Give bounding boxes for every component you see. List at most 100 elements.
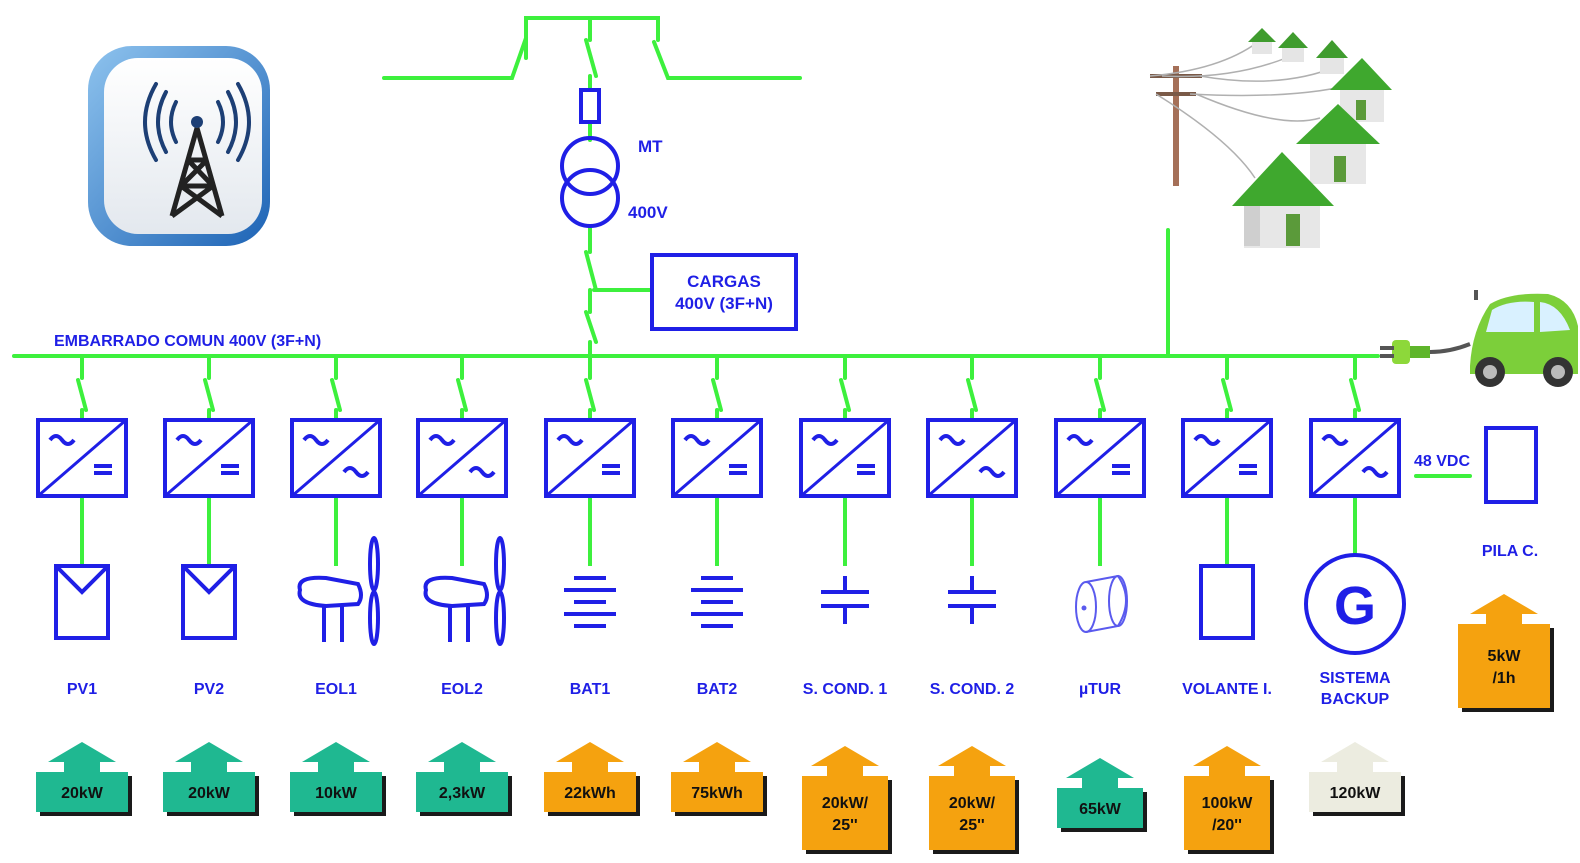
- unit-label: BAT2: [697, 681, 738, 698]
- unit-label: µTUR: [1079, 681, 1122, 698]
- loads-label-line2: 400V (3F+N): [675, 294, 773, 313]
- fuel-cell: 48 VDC PILA C.: [1414, 426, 1538, 560]
- fuel-cell-label: PILA C.: [1482, 543, 1538, 560]
- transformer: MT 400V: [560, 88, 668, 228]
- unit-scond2: S. COND. 2 20kW/25'': [926, 356, 1019, 854]
- feeder-wiring: [12, 16, 1472, 478]
- feeder-line: [203, 356, 215, 422]
- capacity-badge: 65kW: [1057, 758, 1147, 832]
- houses-power-line-icon: [1149, 28, 1392, 248]
- feeder-line: [1094, 356, 1106, 422]
- feeder-line: [1221, 356, 1233, 422]
- units-layer: PV1 20kW PV2 20kW EOL1 10kW EOL2 2,3kW BAT1 22kWh…: [36, 356, 1406, 854]
- feeder-line: [76, 356, 88, 422]
- capacity-badge: 2,3kW: [416, 742, 512, 816]
- unit-eol2: EOL2 2,3kW: [416, 356, 512, 816]
- feeder-line: [966, 356, 978, 422]
- fuel-cell-badge: 5kW/1h: [1458, 594, 1554, 712]
- converter-dc-icon: [1054, 418, 1146, 498]
- badge-value: 20kW: [61, 785, 104, 802]
- unit-label: EOL1: [315, 681, 357, 698]
- badge-value: 2,3kW: [439, 785, 486, 802]
- unit-scond1: S. COND. 1 20kW/25'': [799, 356, 892, 854]
- generator-icon: G: [1304, 553, 1406, 655]
- pv-panel-icon: [181, 564, 237, 640]
- feeder-line: [711, 356, 723, 422]
- unit-bat2: BAT2 75kWh: [671, 356, 767, 816]
- capacity-badge: 100kW/20'': [1184, 746, 1274, 854]
- converter-dc-icon: [1181, 418, 1273, 498]
- converter-dc-icon: [671, 418, 763, 498]
- badge-value: 75kWh: [691, 785, 743, 802]
- unit-label: BACKUP: [1321, 691, 1390, 708]
- micro-turbine-icon: [1075, 574, 1128, 633]
- badge-value: 100kW: [1202, 795, 1254, 812]
- converter-dc-icon: [544, 418, 636, 498]
- badge-value: 25'': [832, 817, 857, 834]
- capacity-badge: 20kW/25'': [802, 746, 892, 854]
- wind-turbine-icon: [297, 536, 380, 646]
- unit-label: PV1: [67, 681, 97, 698]
- capacity-badge: 22kWh: [544, 742, 640, 816]
- badge-value: 20kW/: [949, 795, 996, 812]
- capacitor-icon: [821, 576, 869, 624]
- pv-panel-icon: [54, 564, 110, 640]
- badge-value: 20kW: [188, 785, 231, 802]
- fuel-cell-capacity-badge: 5kW/1h: [1458, 594, 1554, 712]
- badge-value: 20kW/: [822, 795, 869, 812]
- capacity-badge: 20kW: [36, 742, 132, 816]
- capacity-badge: 120kW: [1309, 742, 1405, 816]
- wind-turbine-icon: [423, 536, 506, 646]
- unit-label: BAT1: [570, 681, 611, 698]
- busbar-label: EMBARRADO COMUN 400V (3F+N): [54, 333, 321, 350]
- badge-value: 5kW: [1488, 648, 1522, 665]
- feeder-line: [456, 356, 468, 422]
- feeder-line: [1349, 356, 1361, 422]
- badge-value: 25'': [959, 817, 984, 834]
- transformer-mt-label: MT: [638, 137, 663, 156]
- converter-ac-icon: [290, 418, 382, 498]
- electric-car-icon: [1380, 290, 1578, 387]
- unit-pv1: PV1 20kW: [36, 356, 132, 816]
- converter-dc-icon: [36, 418, 128, 498]
- capacity-badge: 75kWh: [671, 742, 767, 816]
- badge-value: 65kW: [1079, 801, 1122, 818]
- unit-eol1: EOL1 10kW: [290, 356, 386, 816]
- loads-box: CARGAS 400V (3F+N): [650, 253, 798, 331]
- feeder-line: [584, 356, 596, 422]
- badge-value: 22kWh: [564, 785, 616, 802]
- dc-voltage-label: 48 VDC: [1414, 453, 1470, 470]
- badge-value: /20'': [1212, 817, 1242, 834]
- converter-dc-icon: [163, 418, 255, 498]
- capacity-badge: 20kW: [163, 742, 259, 816]
- loads-label-line1: CARGAS: [687, 272, 761, 291]
- capacitor-icon: [948, 576, 996, 624]
- feeder-line: [330, 356, 342, 422]
- flywheel-icon: [1199, 564, 1255, 640]
- converter-dc-icon: [799, 418, 891, 498]
- badge-value: /1h: [1492, 670, 1515, 687]
- wireless-tower-icon: [88, 46, 270, 246]
- converter-ac-icon: [1309, 418, 1401, 498]
- battery-icon: [691, 576, 743, 628]
- capacity-badge: 10kW: [290, 742, 386, 816]
- transformer-400v-label: 400V: [628, 203, 668, 222]
- unit-backup: G SISTEMA BACKUP 120kW: [1304, 356, 1406, 816]
- converter-ac-icon: [926, 418, 1018, 498]
- unit-bat1: BAT1 22kWh: [544, 356, 640, 816]
- badge-value: 120kW: [1330, 785, 1382, 802]
- unit-label: VOLANTE I.: [1182, 681, 1272, 698]
- battery-icon: [564, 576, 616, 628]
- unit-label: SISTEMA: [1319, 670, 1391, 687]
- unit-label: EOL2: [441, 681, 483, 698]
- unit-volante: VOLANTE I. 100kW/20'': [1181, 356, 1274, 854]
- unit-mtur: µTUR 65kW: [1054, 356, 1147, 832]
- feeder-line: [839, 356, 851, 422]
- unit-label: S. COND. 1: [803, 681, 888, 698]
- unit-label: PV2: [194, 681, 224, 698]
- unit-label: S. COND. 2: [930, 681, 1015, 698]
- converter-ac-icon: [416, 418, 508, 498]
- unit-pv2: PV2 20kW: [163, 356, 259, 816]
- badge-value: 10kW: [315, 785, 358, 802]
